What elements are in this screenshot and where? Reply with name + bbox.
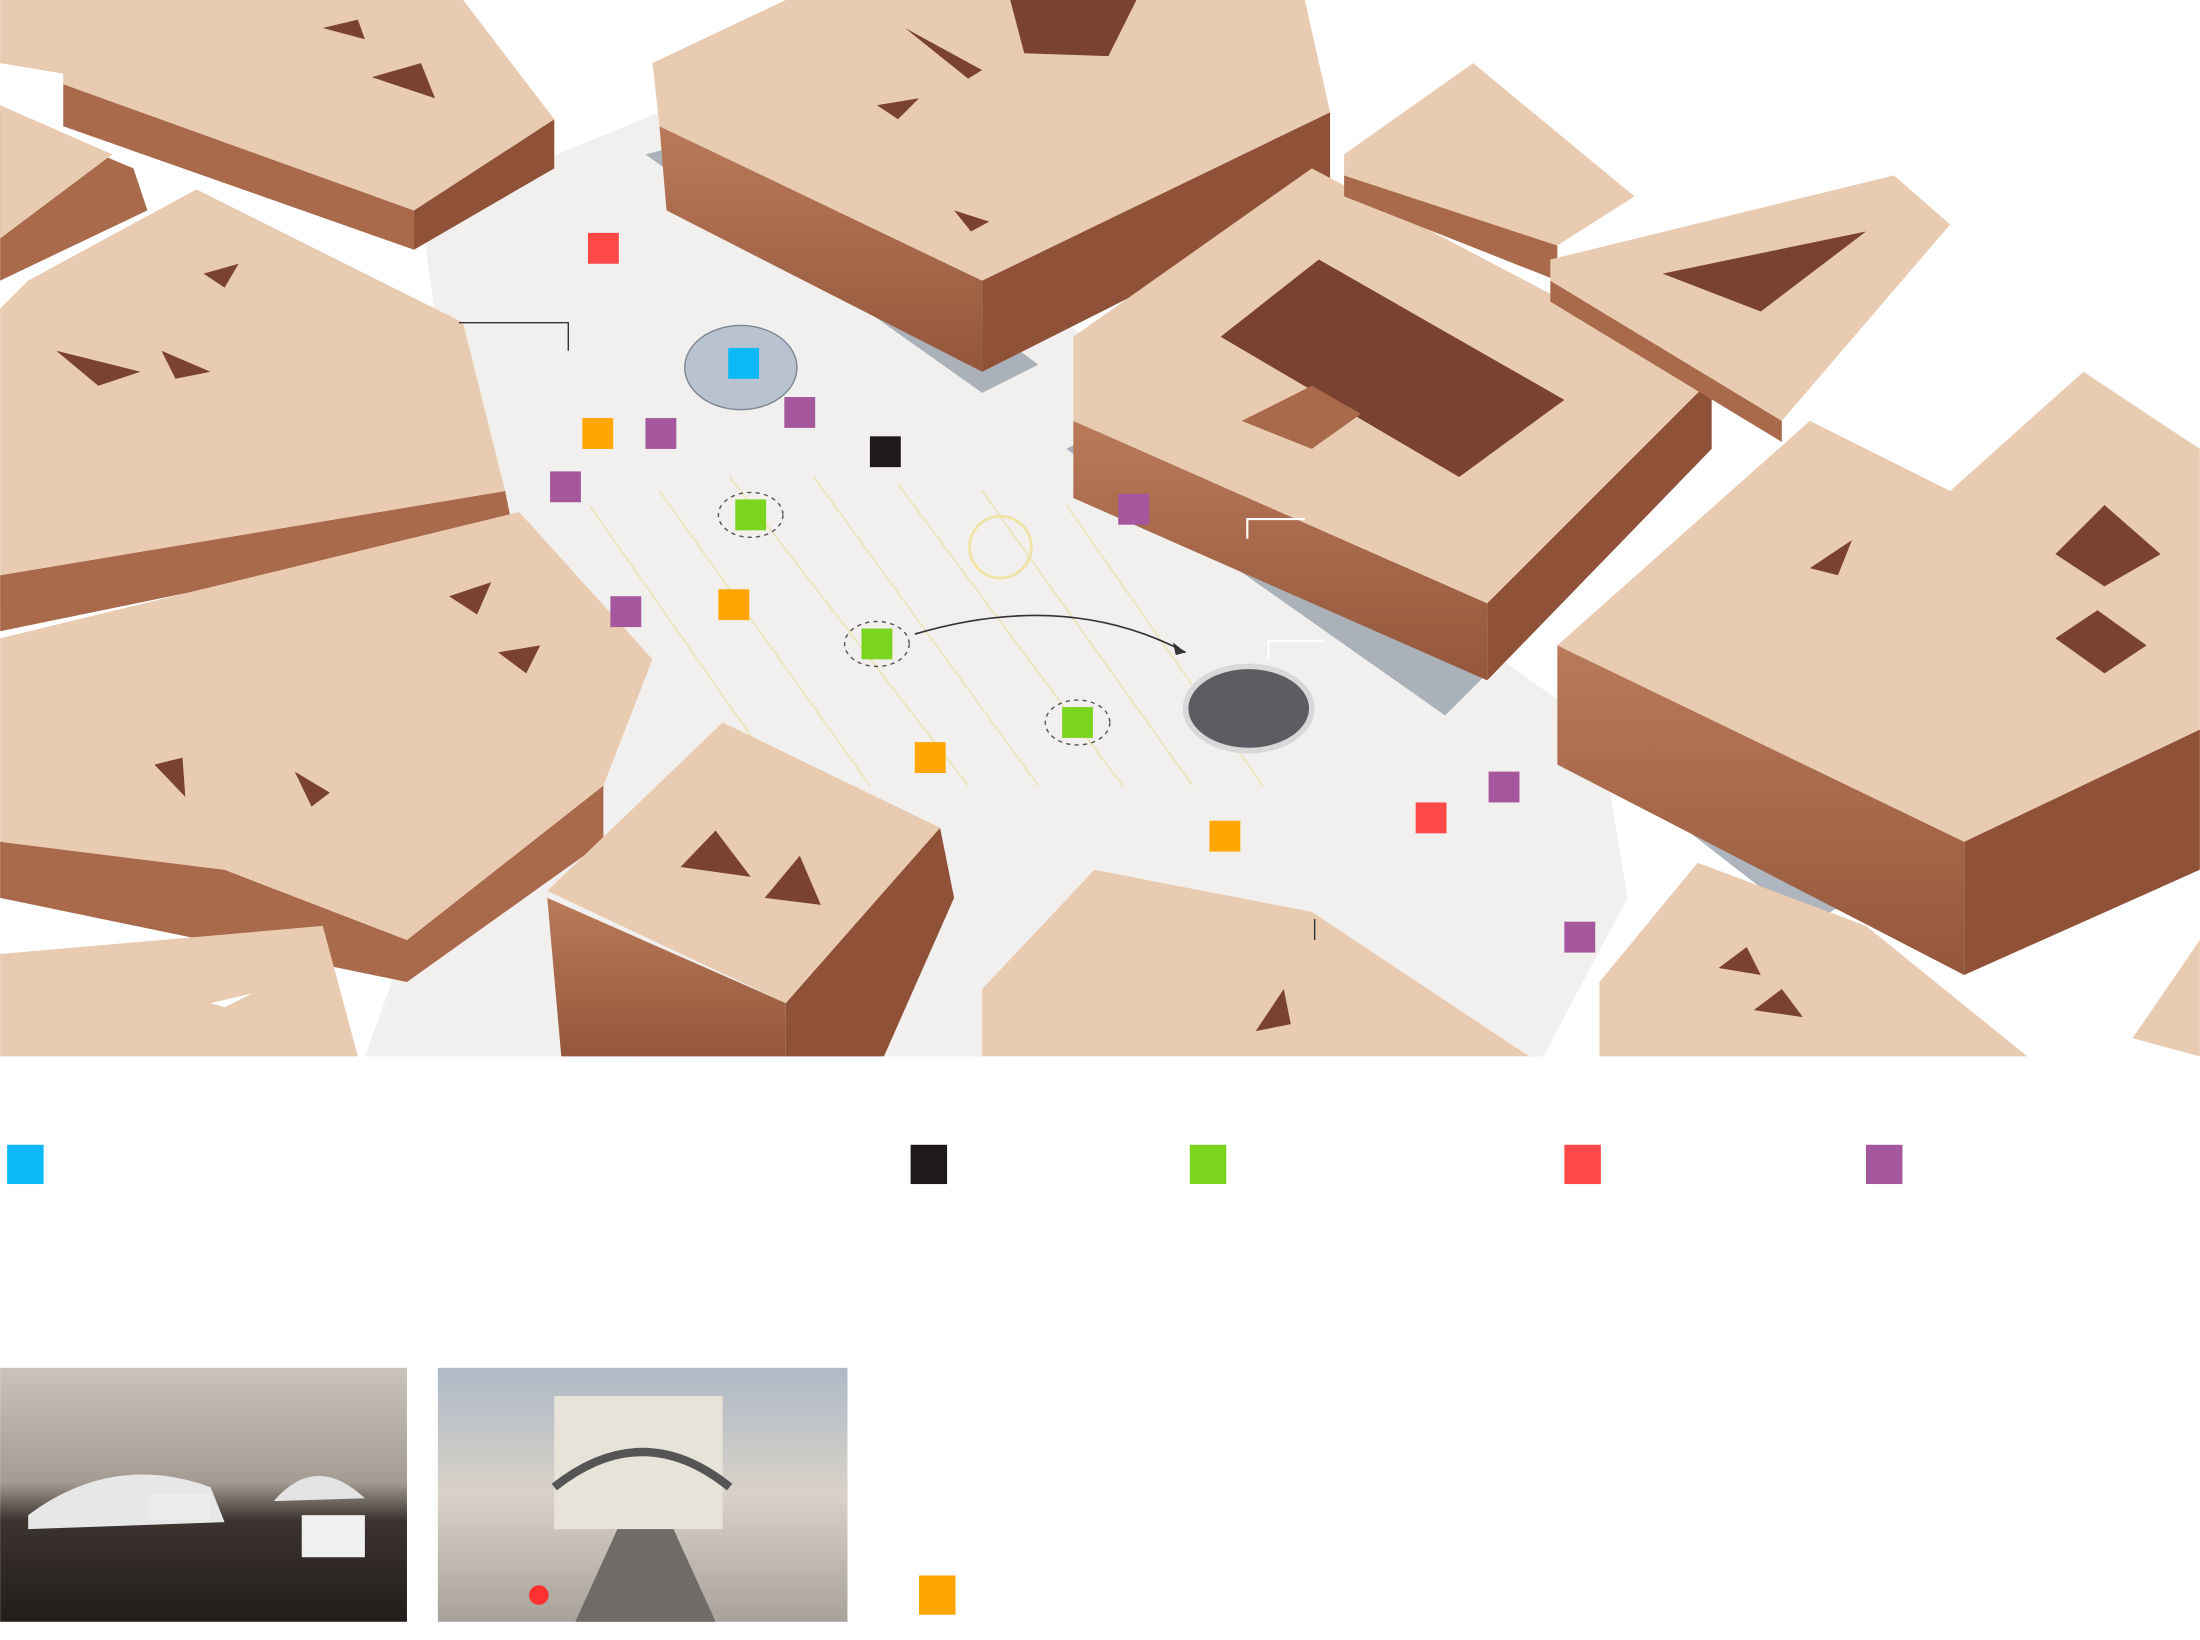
map-marker-purple: [1564, 921, 1596, 953]
map-marker-purple: [1118, 493, 1150, 525]
map-marker-cyan: [728, 347, 760, 379]
aerial-map: [0, 0, 2200, 1057]
map-marker-green: [1062, 707, 1093, 738]
legend-swatch-purple: [1865, 1144, 1903, 1185]
building-courtyard: [1073, 168, 1712, 681]
map-marker-red: [1415, 802, 1447, 834]
building-top-center: [652, 0, 1331, 372]
map-marker-purple: [550, 471, 581, 503]
leader-line: [458, 321, 569, 351]
map-marker-purple: [784, 397, 816, 428]
building-far-right: [1557, 371, 2200, 976]
map-marker-purple: [645, 418, 677, 449]
arrow-head-icon: [1172, 642, 1186, 656]
building-top-left: [63, 0, 555, 250]
building-bottom-right-center: [982, 869, 1530, 1057]
building-top-left-corner: [0, 0, 148, 281]
sun-compass: [968, 514, 1033, 580]
map-marker-green: [735, 499, 767, 531]
building-bottom-right: [1599, 862, 2028, 1057]
marker-highlight-ring: [843, 620, 910, 668]
building-left-bottom: [0, 925, 358, 1057]
building-far-right-bottom: [2132, 939, 2200, 1057]
legend: [7, 1144, 1903, 1615]
building-left-middle: [0, 512, 653, 983]
building-left-big: [0, 189, 513, 632]
legend-swatch-green: [1189, 1144, 1227, 1185]
map-markers: [550, 232, 1596, 953]
building-bottom-center: [547, 722, 955, 1057]
building-top-right-small: [1344, 63, 1951, 442]
flow-arrow: [914, 614, 1186, 654]
leader-line: [1267, 640, 1325, 660]
leader-line: [1246, 518, 1305, 539]
map-marker-purple: [1488, 771, 1520, 803]
fountain: [1182, 663, 1315, 754]
map-marker-black: [869, 436, 901, 468]
photo-metro-entrance: [437, 1367, 848, 1622]
photo-protest: [0, 1367, 407, 1622]
legend-swatch-black: [910, 1144, 948, 1185]
map-marker-orange: [582, 418, 614, 449]
map-marker-orange: [914, 742, 946, 774]
map-marker-green: [861, 628, 893, 660]
legend-swatch-cyan: [7, 1144, 44, 1185]
legend-swatch-orange: [919, 1575, 956, 1615]
map-marker-red: [587, 232, 619, 264]
marker-highlight-ring: [1044, 699, 1111, 746]
marker-highlight-ring: [717, 491, 784, 539]
map-marker-orange: [1209, 820, 1241, 852]
map-marker-purple: [610, 596, 642, 628]
legend-swatch-red: [1564, 1144, 1601, 1185]
map-marker-orange: [718, 589, 750, 621]
